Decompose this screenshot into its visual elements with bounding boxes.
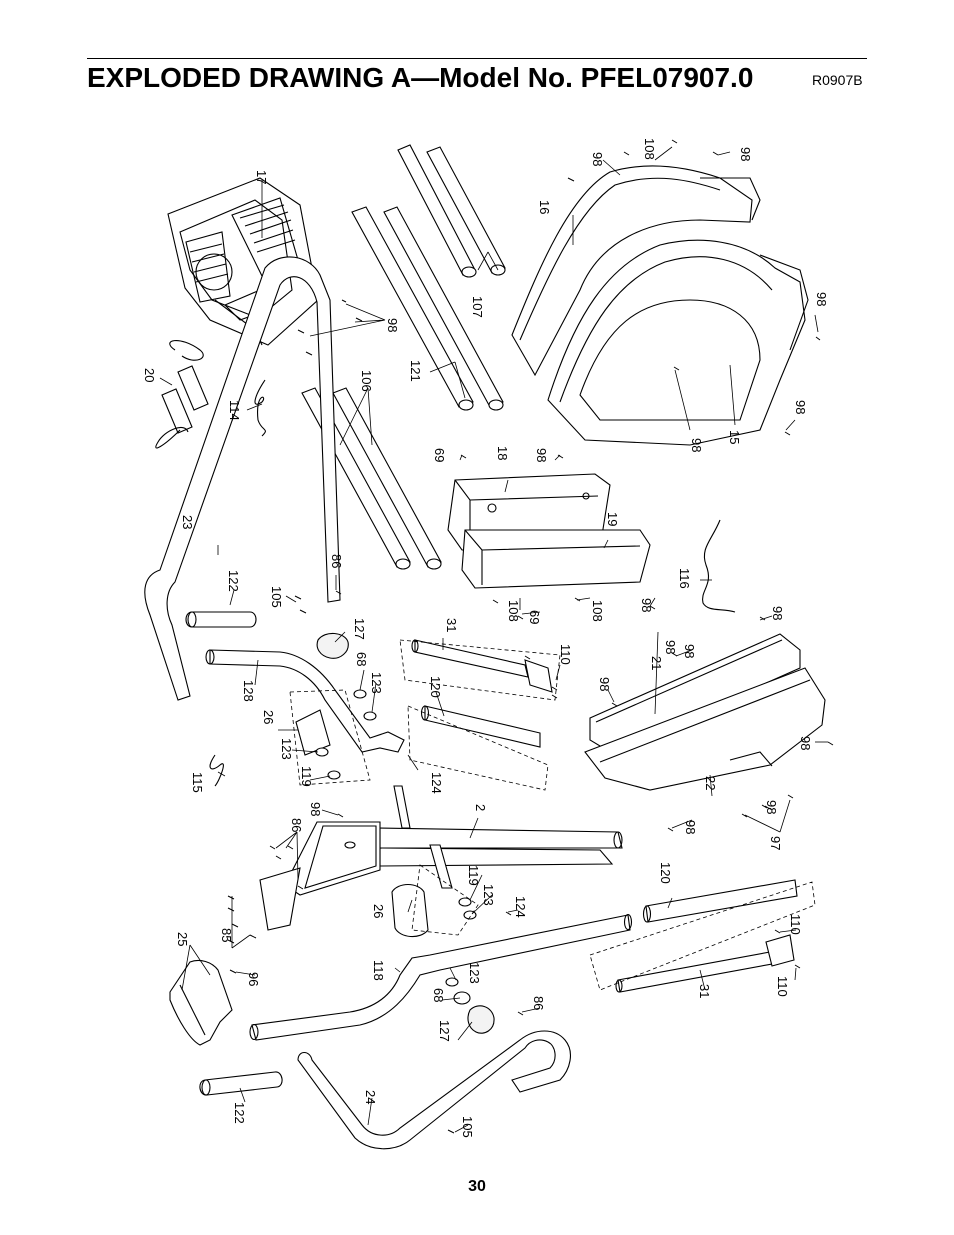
label-123-upper2: 123 <box>279 738 294 760</box>
label-26-upper: 26 <box>261 710 276 724</box>
label-123-lower1: 123 <box>481 884 496 906</box>
page-title: EXPLODED DRAWING A—Model No. PFEL07907.0 <box>87 62 754 93</box>
label-31-upper: 31 <box>444 618 459 632</box>
label-105-lower: 105 <box>460 1116 475 1138</box>
label-98-rail2: 98 <box>682 644 697 658</box>
label-107: 107 <box>470 296 485 318</box>
label-110-lower1: 110 <box>788 914 803 935</box>
label-128: 128 <box>241 680 256 702</box>
label-19: 19 <box>605 512 620 526</box>
label-26-lower: 26 <box>371 904 386 918</box>
label-86-lower: 86 <box>531 996 546 1010</box>
label-86-upper: 86 <box>329 554 344 568</box>
label-18: 18 <box>495 446 510 460</box>
label-86-frame: 86 <box>289 818 304 832</box>
handlebar-part-23 <box>144 256 341 701</box>
label-31-lower: 31 <box>697 984 712 998</box>
shield-part-25 <box>169 959 233 1046</box>
label-124-lower: 124 <box>513 896 528 918</box>
label-127-lower: 127 <box>437 1020 452 1042</box>
label-20: 20 <box>142 368 157 382</box>
label-106: 106 <box>359 370 374 392</box>
label-2: 2 <box>473 804 488 811</box>
bracket-parts-18-19 <box>447 473 651 589</box>
page-number: 30 <box>468 1178 486 1195</box>
label-98-console: 98 <box>385 318 400 332</box>
label-96: 96 <box>246 972 261 986</box>
label-98-top2: 98 <box>738 147 753 161</box>
shroud-parts-16-15 <box>511 165 809 446</box>
label-68-upper: 68 <box>354 652 369 666</box>
label-123-upper1: 123 <box>369 672 384 694</box>
label-118: 118 <box>371 960 386 981</box>
label-110-lower2: 110 <box>775 976 790 997</box>
label-120-lower: 120 <box>658 862 673 884</box>
label-127-upper: 127 <box>352 618 367 640</box>
label-23: 23 <box>180 515 195 529</box>
label-15: 15 <box>727 430 742 444</box>
leader-lines <box>159 146 828 1133</box>
label-120-upper: 120 <box>428 676 443 698</box>
label-110-upper: 110 <box>558 644 573 665</box>
rail-parts-21-22 <box>584 633 826 791</box>
tube-parts-107-121-106 <box>301 144 506 570</box>
label-16: 16 <box>537 200 552 214</box>
console-part-17 <box>167 177 319 346</box>
label-121: 121 <box>408 360 423 382</box>
link-parts-lower <box>589 879 816 993</box>
label-119-upper: 119 <box>299 766 314 787</box>
label-98-rail1: 98 <box>770 606 785 620</box>
label-98-rail3: 98 <box>597 677 612 691</box>
label-123-lower2: 123 <box>467 962 482 984</box>
label-105-upper: 105 <box>269 586 284 608</box>
pivot-parts-lower <box>391 844 495 1034</box>
screw-marks <box>227 139 834 1134</box>
label-98-shroud: 98 <box>689 438 704 452</box>
label-24: 24 <box>363 1090 378 1104</box>
label-108-right: 108 <box>590 600 605 622</box>
label-122-upper: 122 <box>226 570 241 592</box>
label-115: 115 <box>190 772 205 793</box>
label-17: 17 <box>254 170 269 184</box>
label-69-bottom: 69 <box>527 610 542 624</box>
label-98-right2: 98 <box>793 400 808 414</box>
label-98-bracket: 98 <box>534 448 549 462</box>
label-98-bracket2: 98 <box>639 598 654 612</box>
pivot-parts-upper <box>289 632 377 786</box>
arm-part-118 <box>249 913 633 1041</box>
label-119-lower: 119 <box>466 865 481 886</box>
label-122-lower: 122 <box>232 1102 247 1124</box>
label-98-rail5: 98 <box>764 800 779 814</box>
label-25: 25 <box>175 932 190 946</box>
label-98-right1: 98 <box>814 292 829 306</box>
frame-part-2 <box>259 785 623 931</box>
label-69-top: 69 <box>432 448 447 462</box>
grip-parts-122 <box>185 611 283 1096</box>
drawing-code: R0907B <box>812 72 863 88</box>
label-98-top1: 98 <box>590 152 605 166</box>
label-124-upper: 124 <box>429 772 444 794</box>
label-68-lower: 68 <box>431 988 446 1002</box>
label-97: 97 <box>768 836 783 850</box>
label-98-rail4: 98 <box>798 736 813 750</box>
label-108-top: 108 <box>642 138 657 160</box>
label-21: 21 <box>649 656 664 670</box>
label-98-extra: 98 <box>663 640 678 654</box>
label-85: 85 <box>219 928 234 942</box>
label-22: 22 <box>703 776 718 790</box>
handlebar-part-24 <box>297 1030 571 1150</box>
link-parts-upper <box>399 639 561 791</box>
label-108-left: 108 <box>506 600 521 622</box>
label-114: 114 <box>227 400 242 421</box>
part-labels: 17 98 107 121 106 16 98 108 98 98 98 15 … <box>142 138 829 1138</box>
header-rule <box>87 58 867 59</box>
label-116: 116 <box>677 568 692 589</box>
label-98-rail6: 98 <box>683 820 698 834</box>
cord-parts <box>155 340 736 787</box>
label-98-frame: 98 <box>308 802 323 816</box>
